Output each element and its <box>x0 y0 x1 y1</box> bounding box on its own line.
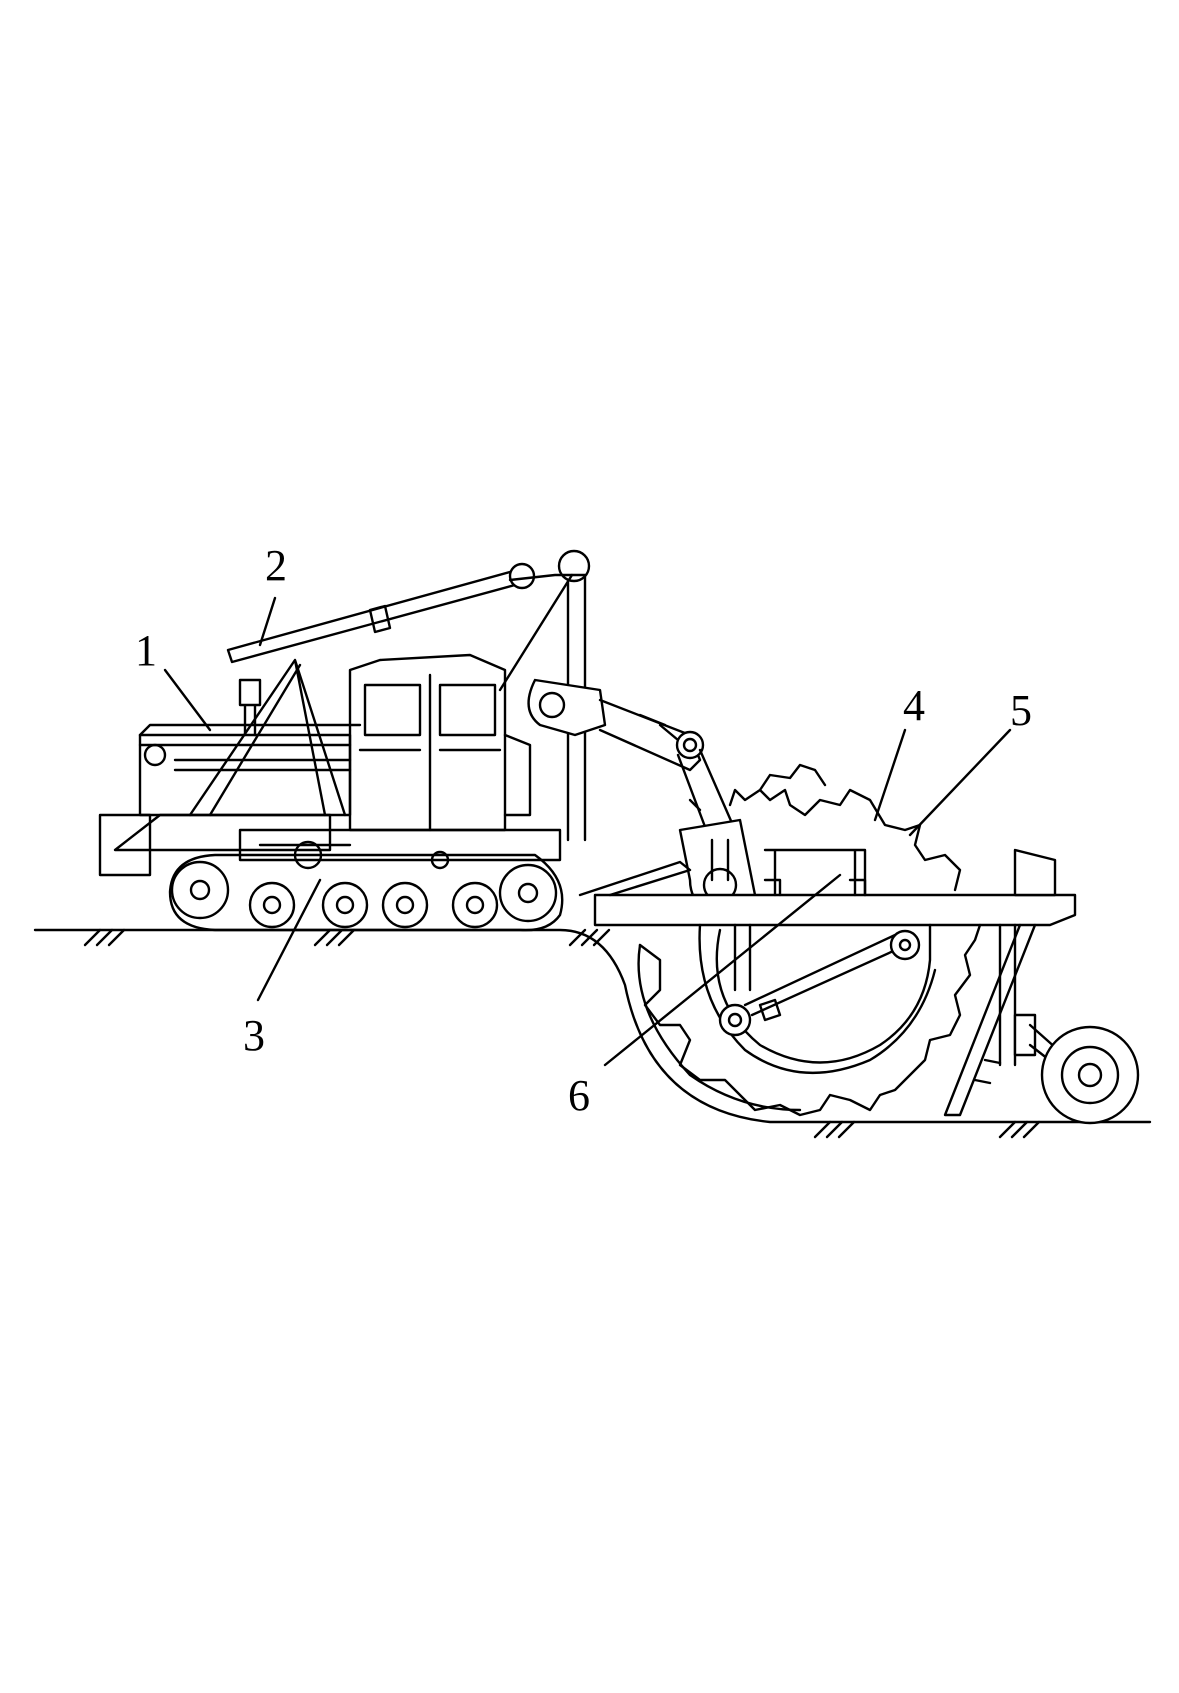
lifting-boom <box>226 549 591 842</box>
frame <box>578 848 1077 927</box>
tractor <box>98 653 562 877</box>
wheel-drive <box>718 923 921 1037</box>
ground <box>33 928 1152 1139</box>
rear-wheel <box>943 923 1140 1125</box>
hinged-arm <box>527 678 757 914</box>
label-4: 4 <box>903 681 925 730</box>
label-5: 5 <box>1010 686 1032 735</box>
label-6: 6 <box>568 1071 590 1120</box>
label-1: 1 <box>135 626 157 675</box>
working-wheel <box>637 763 982 1117</box>
crawler-track <box>168 853 564 932</box>
label-2: 2 <box>265 541 287 590</box>
label-3: 3 <box>243 1011 265 1060</box>
leader-lines <box>163 596 1012 1067</box>
